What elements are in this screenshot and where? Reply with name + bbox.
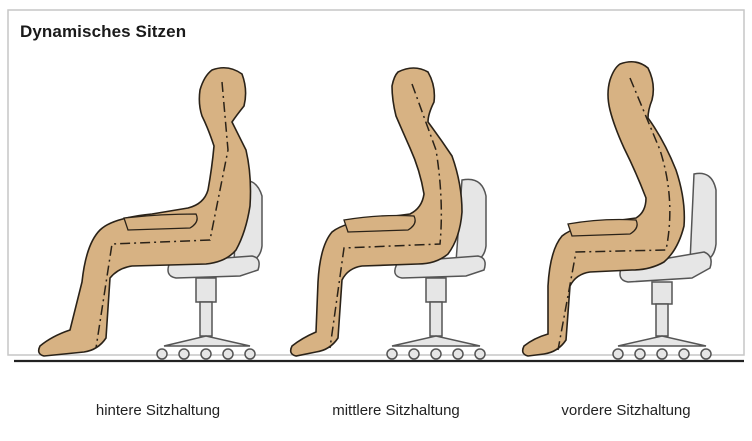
caption-front-posture: vordere Sitzhaltung [516,402,736,419]
caption-middle-posture: mittlere Sitzhaltung [286,402,506,419]
caption-back-posture: hintere Sitzhaltung [48,402,268,419]
posture-figure-back [39,68,262,359]
posture-figure-front [523,62,716,359]
body-silhouette [39,68,251,356]
posture-figure-middle [291,68,486,359]
diagram-title: Dynamisches Sitzen [20,22,186,42]
arm-shape [568,220,637,237]
arm-shape [124,214,197,230]
arm-shape [344,216,415,233]
